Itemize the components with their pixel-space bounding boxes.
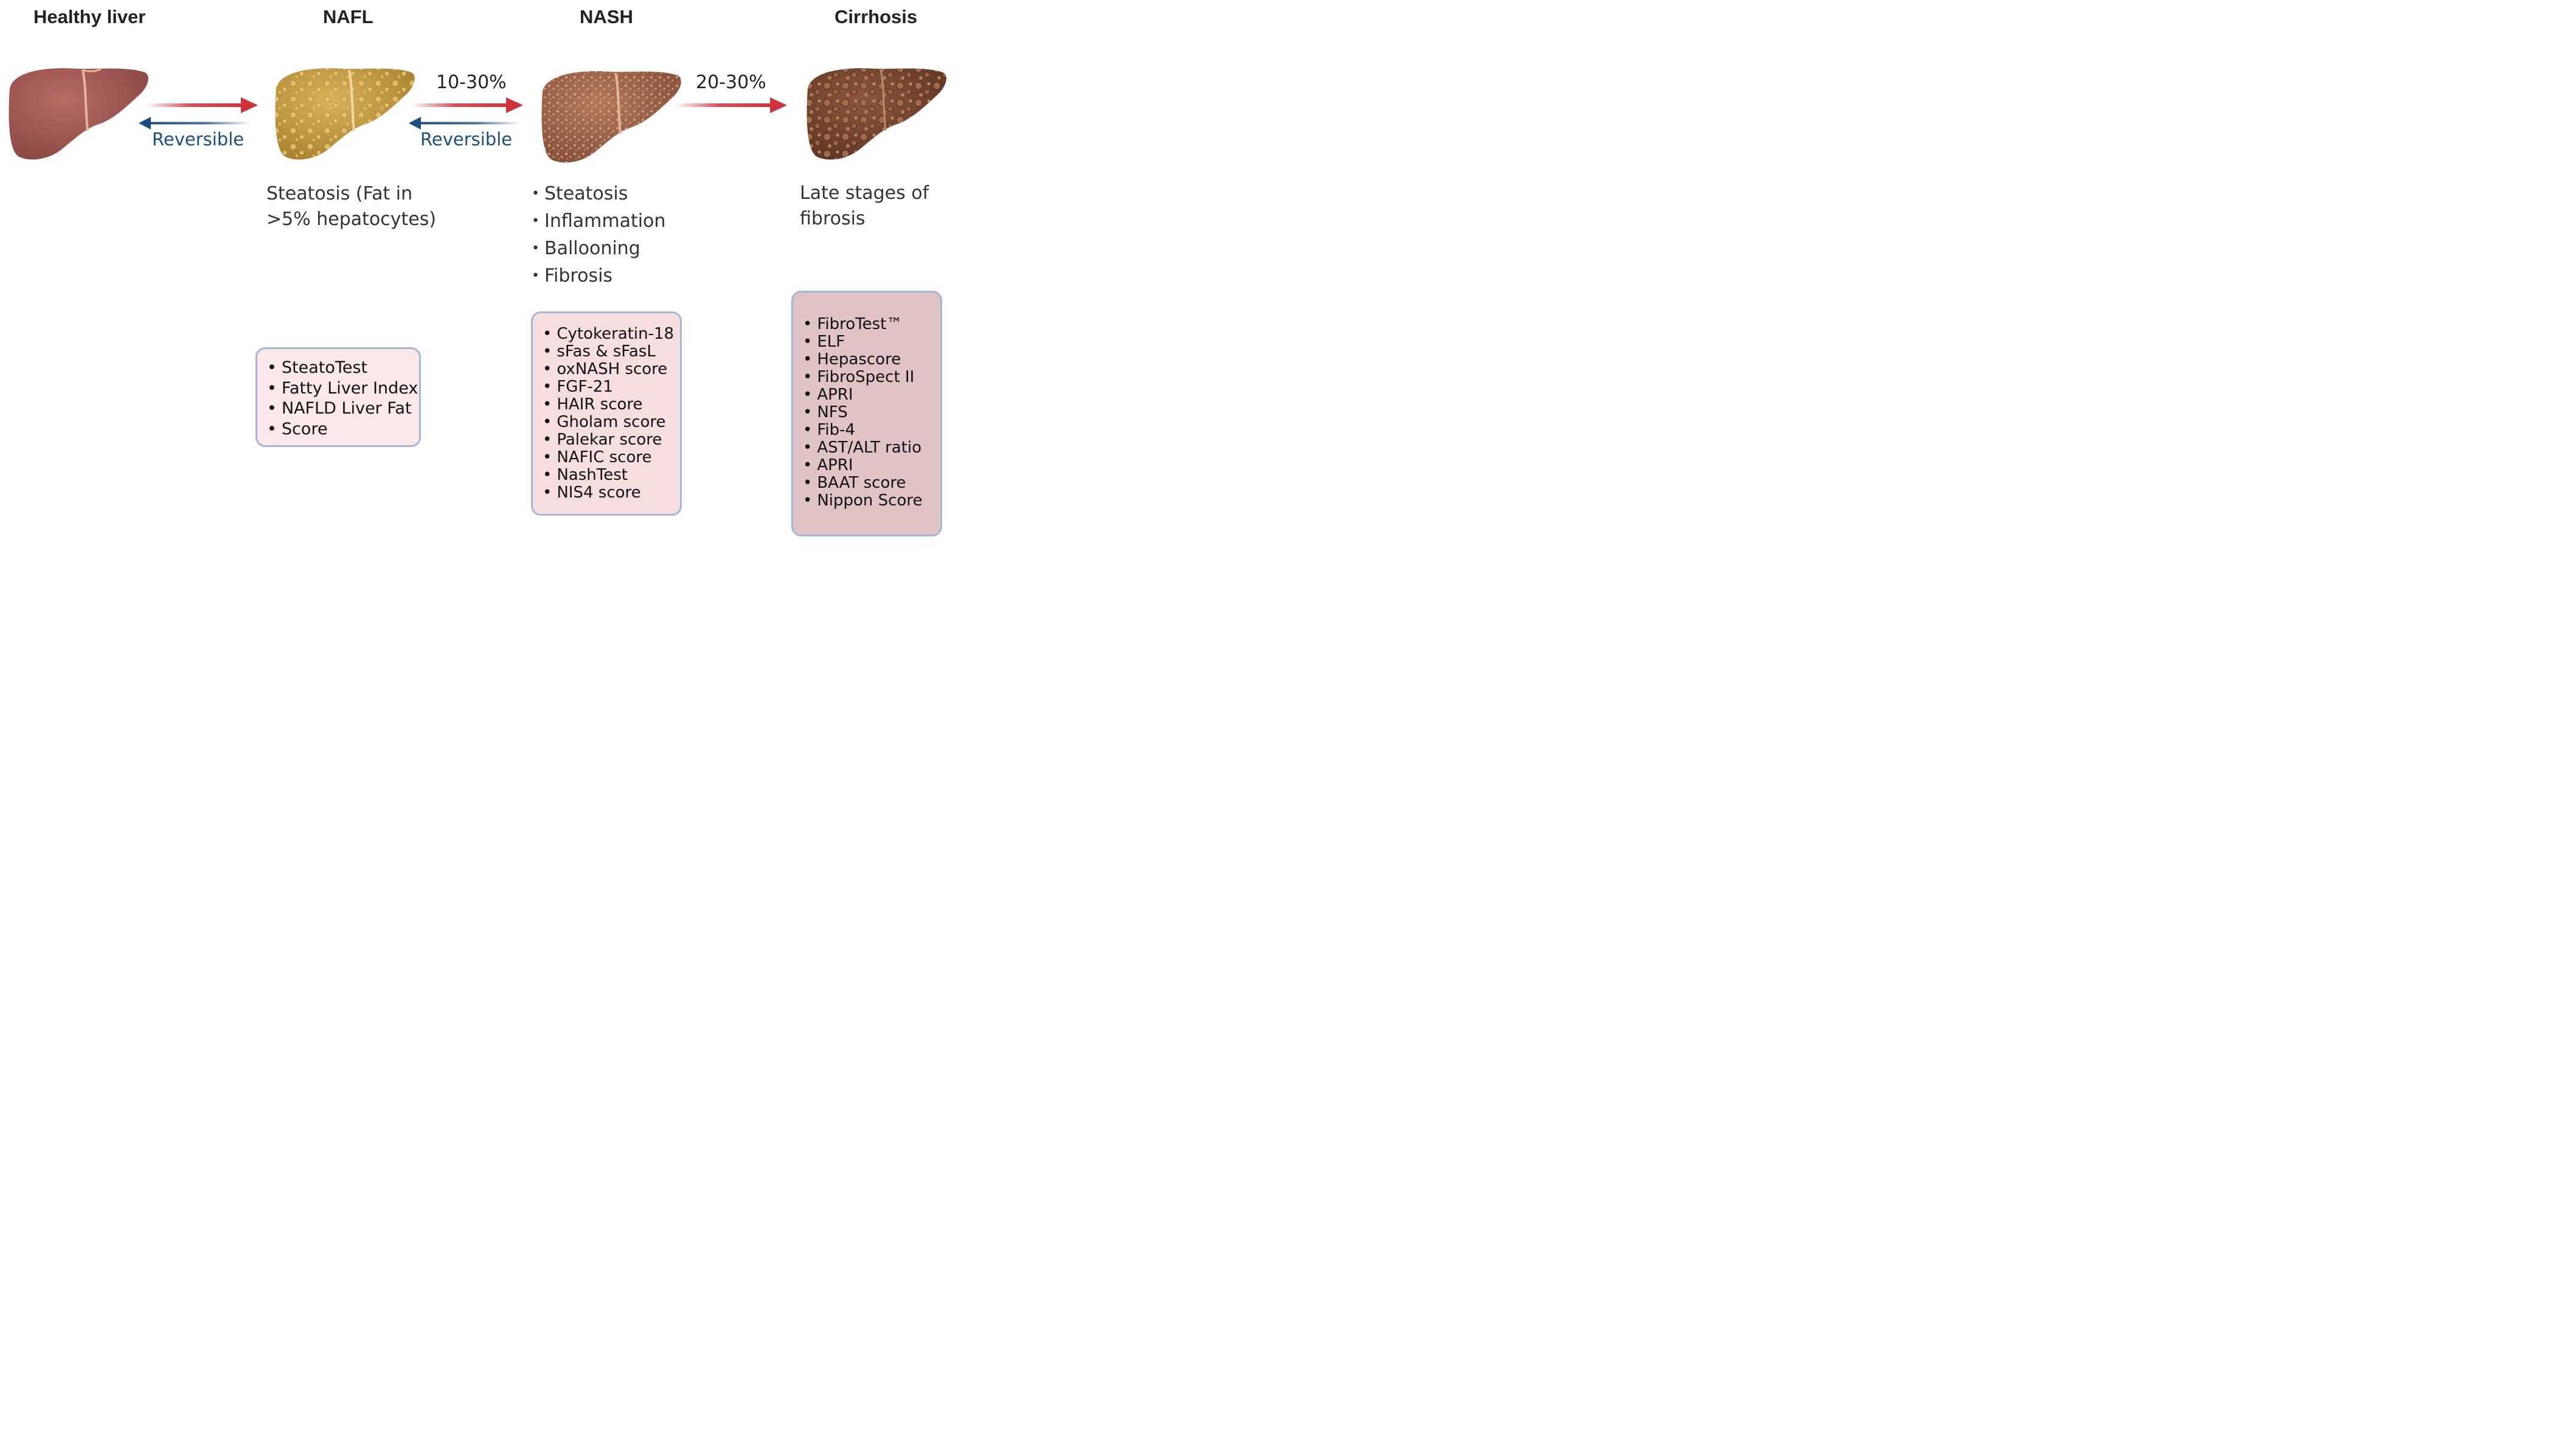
percentage-label-nafl-nash: 10-30% xyxy=(436,72,507,93)
list-item: Inflammation xyxy=(532,209,665,236)
list-item: oxNASH score xyxy=(543,361,674,378)
nafl-biomarker-box: SteatoTest Fatty Liver Index NAFLD Liver… xyxy=(255,347,421,447)
list-item: sFas & sFasL xyxy=(543,343,674,361)
nash-liver-icon xyxy=(541,71,681,163)
stage-title-nash: NASH xyxy=(580,6,633,27)
nafl-description-line: >5% hepatocytes) xyxy=(266,209,437,230)
list-item: Nippon Score xyxy=(803,492,922,510)
list-item: APRI xyxy=(803,386,923,404)
cirrhosis-description-line: Late stages of xyxy=(800,182,929,204)
percentage-label-nash-cirrhosis: 20-30% xyxy=(696,72,766,93)
list-item: NAFLD Liver Fat xyxy=(267,398,418,419)
nafl-description-line: Steatosis (Fat in xyxy=(266,183,413,204)
forward-arrow-nafl-nash xyxy=(411,97,523,113)
reverse-arrow-nafl-healthy xyxy=(139,117,251,130)
list-item: AST/ALT ratio xyxy=(803,439,923,457)
cirrhosis-description: Late stages of fibrosis xyxy=(800,181,929,232)
list-item: Palekar score xyxy=(543,431,674,449)
healthy-liver-icon xyxy=(9,68,148,160)
cirrhosis-biomarker-box: FibroTest™ ELF Hepascore FibroSpect II A… xyxy=(791,291,942,536)
list-item: Hepascore xyxy=(803,351,923,369)
list-item: Fib-4 xyxy=(803,421,923,439)
list-item: FGF-21 xyxy=(543,378,674,396)
cirrhotic-liver-icon xyxy=(807,68,946,160)
list-item: NAFIC score xyxy=(543,449,674,466)
stage-title-cirrhosis: Cirrhosis xyxy=(834,6,918,27)
stage-title-nafl: NAFL xyxy=(323,6,373,27)
forward-arrow-healthy-nafl xyxy=(146,97,258,113)
list-item: Fibrosis xyxy=(532,263,665,291)
list-item: NFS xyxy=(803,404,923,421)
list-item: NashTest xyxy=(543,466,674,484)
forward-arrow-nash-cirrhosis xyxy=(675,97,787,113)
nafl-description: Steatosis (Fat in >5% hepatocytes) xyxy=(266,181,436,232)
list-item: Gholam score xyxy=(543,414,674,431)
list-item: Ballooning xyxy=(532,236,665,263)
reversible-label-2: Reversible xyxy=(420,129,513,150)
list-item: SteatoTest xyxy=(267,358,418,378)
nash-feature-list: Steatosis Inflammation Ballooning Fibros… xyxy=(532,181,665,291)
stage-title-healthy: Healthy liver xyxy=(33,6,146,27)
fatty-liver-icon xyxy=(275,68,415,160)
list-item: FibroSpect II xyxy=(803,369,923,386)
list-item: Steatosis xyxy=(532,181,665,209)
reverse-arrow-nash-nafl xyxy=(409,117,521,130)
list-item-continuation: Score xyxy=(267,419,418,440)
list-item: FibroTest™ xyxy=(803,316,923,333)
list-item: APRI xyxy=(803,457,923,474)
list-item: NIS4 score xyxy=(543,484,674,502)
list-item: Cytokeratin-18 xyxy=(543,325,674,343)
reversible-label-1: Reversible xyxy=(152,129,245,150)
list-item: ELF xyxy=(803,333,923,351)
cirrhosis-description-line: fibrosis xyxy=(800,208,866,229)
list-item: HAIR score xyxy=(543,396,674,414)
nash-biomarker-box: Cytokeratin-18 sFas & sFasL oxNASH score… xyxy=(531,311,682,516)
list-item: Fatty Liver Index xyxy=(267,378,418,399)
list-item: BAAT score xyxy=(803,474,923,492)
